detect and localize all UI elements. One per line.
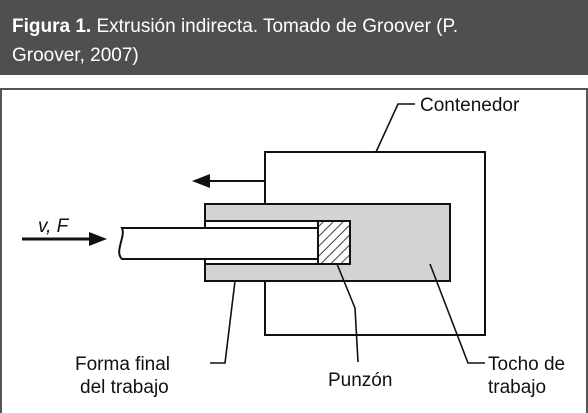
velocity-force-label: v, F — [38, 216, 70, 237]
forma-label-1: Forma final — [75, 354, 170, 375]
tocho-label-1: Tocho de — [488, 354, 565, 375]
caption-line-2: Groover, 2007) — [12, 45, 139, 66]
ram — [118, 227, 319, 260]
punzon-leader — [336, 263, 359, 363]
punzon-label: Punzón — [328, 370, 392, 391]
diagram-border — [0, 88, 588, 413]
flow-arrow-head — [192, 174, 210, 188]
forma-label-2: del trabajo — [80, 377, 169, 398]
tocho-leader — [429, 263, 485, 364]
contenedor-leader — [375, 103, 415, 153]
figure-number: Figura 1. — [12, 16, 92, 37]
force-arrow-head — [89, 232, 107, 246]
punch — [317, 220, 351, 265]
extrusion-diagram: v, F Contenedor Forma final del trabajo … — [22, 95, 565, 398]
contenedor-label: Contenedor — [420, 95, 520, 116]
tocho-label-2: trabajo — [488, 377, 546, 398]
caption-line-1: Figura 1. Extrusión indirecta. Tomado de… — [12, 12, 576, 41]
forma-leader — [210, 280, 236, 364]
figure-caption: Figura 1. Extrusión indirecta. Tomado de… — [0, 0, 588, 75]
diagram-area: v, F Contenedor Forma final del trabajo … — [0, 75, 588, 413]
caption-text-1: Extrusión indirecta. Tomado de Groover (… — [96, 16, 459, 37]
